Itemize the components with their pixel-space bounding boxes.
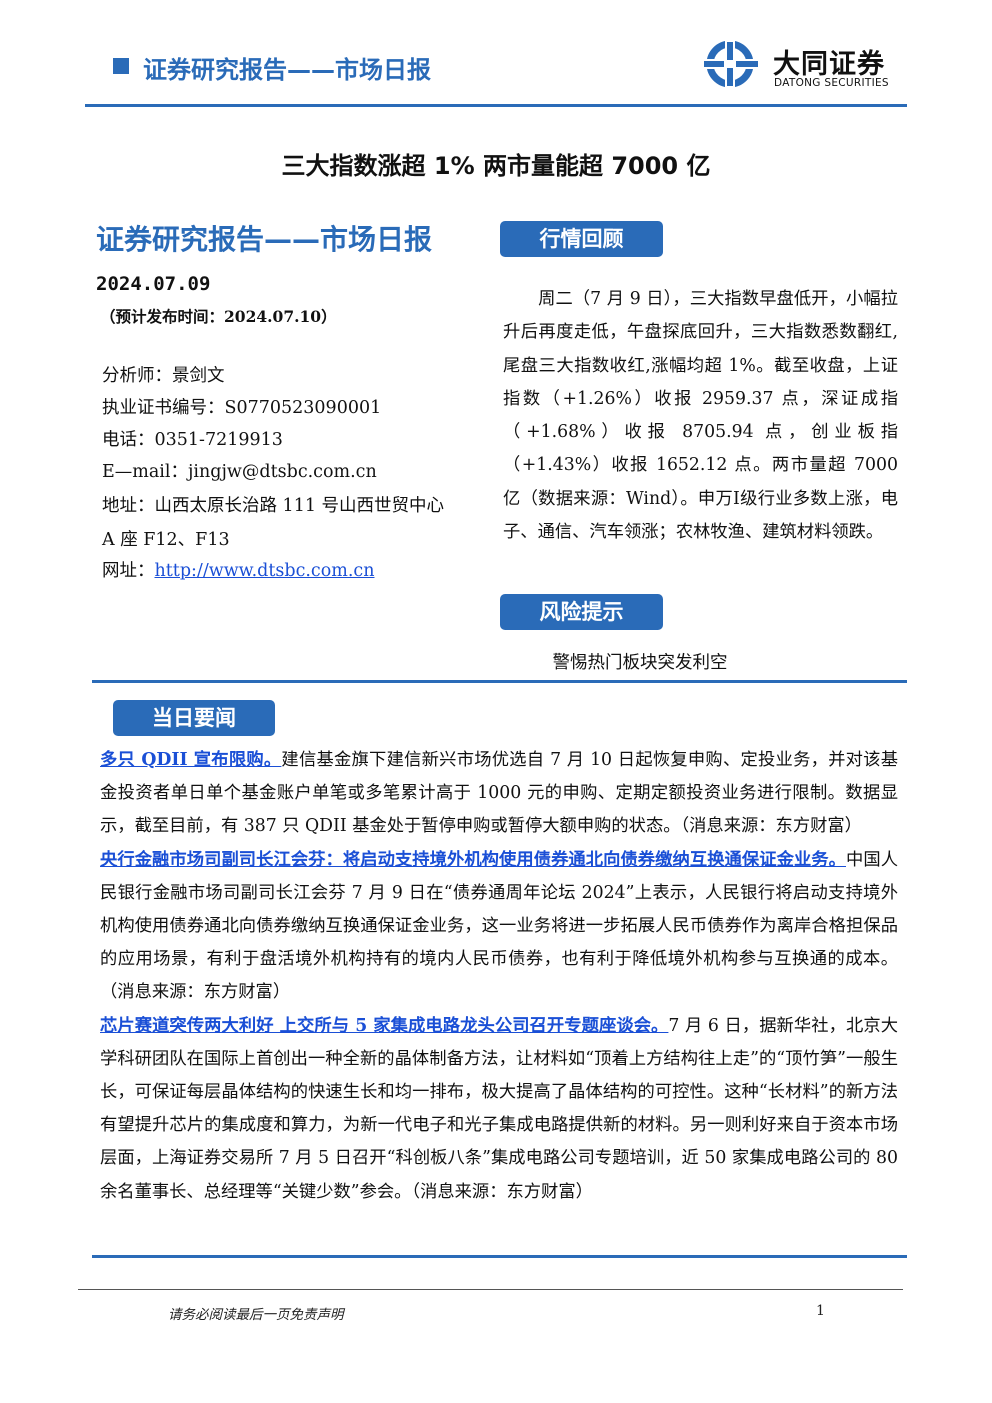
analyst-address-line2: A 座 F12、F13	[102, 530, 230, 550]
news-bottom-divider	[92, 1255, 907, 1258]
market-review-tag: 行情回顾	[500, 221, 663, 257]
logo-english-name: DATONG SECURITIES	[774, 77, 889, 89]
news-item: 多只 QDII 宣布限购。建信基金旗下建信新兴市场优选自 7 月 10 日起恢复…	[100, 744, 898, 844]
footer-disclaimer: 请务必阅读最后一页免责声明	[168, 1307, 344, 1323]
news-body: 中国人民银行金融市场司副司长江会芬 7 月 9 日在“债券通周年论坛 2024”…	[100, 849, 898, 1003]
news-body: 7 月 6 日，据新华社，北京大学科研团队在国际上首创出一种全新的晶体制备方法，…	[100, 1015, 898, 1202]
header-square-marker	[113, 58, 129, 74]
website-link[interactable]: http://www.dtsbc.com.cn	[154, 561, 375, 581]
header-title: 证券研究报告——市场日报	[143, 56, 431, 84]
page-number: 1	[816, 1303, 825, 1319]
daily-news-tag: 当日要闻	[113, 700, 275, 736]
website-label: 网址：	[102, 561, 155, 581]
report-main-title: 三大指数涨超 1% 两市量能超 7000 亿	[281, 152, 711, 180]
analyst-phone: 电话：0351-7219913	[102, 430, 283, 450]
website-row: 网址：http://www.dtsbc.com.cn	[102, 557, 375, 582]
datong-logo-icon	[700, 38, 762, 90]
risk-text: 警惕热门板块突发利空	[552, 653, 728, 673]
news-item: 芯片赛道突传两大利好 上交所与 5 家集成电路龙头公司召开专题座谈会。7 月 6…	[100, 1010, 898, 1209]
publish-note: （预计发布时间：2024.07.10）	[100, 307, 337, 326]
section-divider	[92, 680, 907, 683]
news-headline[interactable]: 芯片赛道突传两大利好 上交所与 5 家集成电路龙头公司召开专题座谈会。	[100, 1015, 669, 1036]
news-item: 央行金融市场司副司长江会芬：将启动支持境外机构使用债券通北向债券缴纳互换通保证金…	[100, 844, 898, 1010]
news-list: 多只 QDII 宣布限购。建信基金旗下建信新兴市场优选自 7 月 10 日起恢复…	[100, 744, 898, 1209]
report-date: 2024.07.09	[96, 273, 211, 295]
analyst-email: E—mail：jingjw@dtsbc.com.cn	[102, 462, 377, 482]
logo-chinese-name: 大同证券	[773, 49, 885, 80]
analyst-name: 分析师：景剑文	[102, 366, 225, 386]
news-headline[interactable]: 央行金融市场司副司长江会芬：将启动支持境外机构使用债券通北向债券缴纳互换通保证金…	[100, 849, 846, 870]
risk-tag: 风险提示	[500, 594, 663, 630]
header-divider	[85, 104, 907, 107]
analyst-license: 执业证书编号：S0770523090001	[102, 398, 382, 418]
analyst-address-line1: 地址：山西太原长治路 111 号山西世贸中心	[102, 496, 445, 516]
report-section-title: 证券研究报告——市场日报	[96, 223, 433, 256]
footer-divider	[78, 1289, 903, 1290]
market-review-text: 周二（7 月 9 日），三大指数早盘低开，小幅拉升后再度走低，午盘探底回升，三大…	[503, 289, 898, 543]
news-headline[interactable]: 多只 QDII 宣布限购。	[100, 750, 282, 770]
news-body: 建信基金旗下建信新兴市场优选自 7 月 10 日起恢复申购、定投业务，并对该基金…	[100, 750, 898, 837]
